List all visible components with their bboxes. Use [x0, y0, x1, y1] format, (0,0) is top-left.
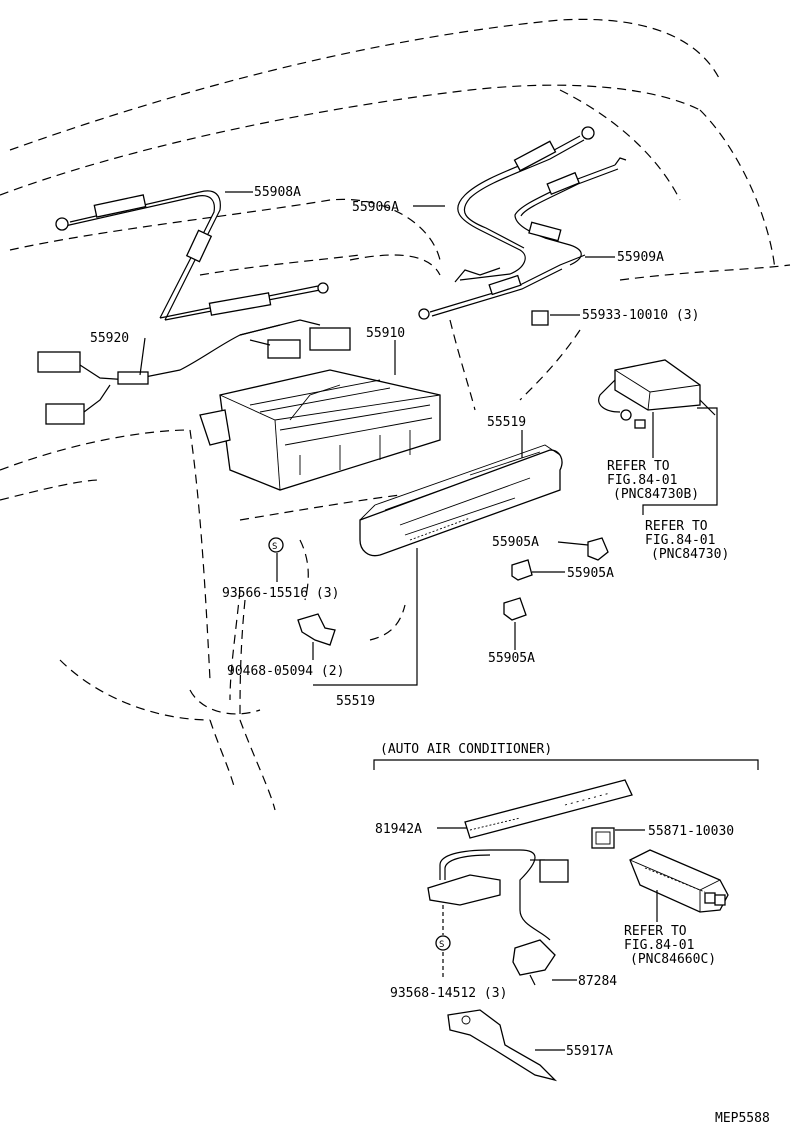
- label-55905A-2: 55905A: [567, 566, 614, 581]
- label-93566: 93566-15516 (3): [222, 586, 339, 601]
- cable-55906A-55909A: [418, 126, 627, 320]
- harness-55920: [37, 319, 351, 425]
- label-55905A-3: 55905A: [488, 651, 535, 666]
- svg-text:S: S: [439, 940, 444, 950]
- label-55909A: 55909A: [617, 250, 664, 265]
- refer-3-line2: FIG.84-01: [624, 938, 694, 953]
- section-title: (AUTO AIR CONDITIONER): [380, 742, 552, 757]
- label-55871: 55871-10030: [648, 824, 734, 839]
- refer-3-line3: (PNC84660C): [630, 952, 716, 967]
- refer-2-line3: (PNC84730): [651, 547, 729, 562]
- label-55910: 55910: [366, 326, 405, 341]
- knobs-55905A: [503, 537, 609, 621]
- clip-90468: [297, 613, 336, 646]
- part-labels: 55908A 55906A 55909A 55920 55910 55933-1…: [90, 185, 770, 1126]
- refer-2-line1: REFER TO: [645, 519, 708, 534]
- label-55906A: 55906A: [352, 200, 399, 215]
- label-55905A-1: 55905A: [492, 535, 539, 550]
- refer-1-line1: REFER TO: [607, 459, 670, 474]
- label-87284: 87284: [578, 974, 617, 989]
- refer-1-line3: (PNC84730B): [613, 487, 699, 502]
- diagram-code: MEP5588: [715, 1111, 770, 1126]
- auto-ac-section: S: [373, 759, 759, 1082]
- refer-3-line1: REFER TO: [624, 924, 687, 939]
- label-90468: 90468-05094 (2): [227, 664, 344, 679]
- control-panel-55519: [359, 444, 563, 557]
- svg-text:S: S: [272, 542, 277, 552]
- label-55519-top: 55519: [487, 415, 526, 430]
- control-unit-55910: [199, 369, 441, 491]
- clip-55933: [531, 310, 549, 326]
- refer-1-line2: FIG.84-01: [607, 473, 677, 488]
- label-55908A: 55908A: [254, 185, 301, 200]
- label-55920: 55920: [90, 331, 129, 346]
- cable-55908A: [55, 190, 329, 321]
- sensor-unit: [598, 359, 716, 429]
- label-81942A: 81942A: [375, 822, 422, 837]
- screw-93566: S: [268, 537, 284, 553]
- leader-lines: [139, 191, 718, 1051]
- label-55519-bottom: 55519: [336, 694, 375, 709]
- label-55933: 55933-10010 (3): [582, 308, 699, 323]
- label-55917A: 55917A: [566, 1044, 613, 1059]
- label-93568: 93568-14512 (3): [390, 986, 507, 1001]
- dashboard-outline: [0, 18, 791, 811]
- refer-2-line2: FIG.84-01: [645, 533, 715, 548]
